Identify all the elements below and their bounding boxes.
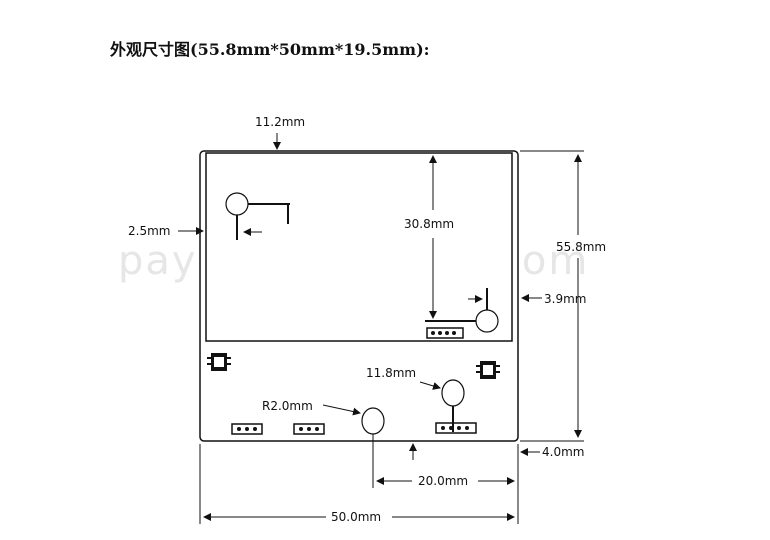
dim-top-offset [270,133,285,152]
label-display-height: 30.8mm [404,217,454,231]
label-top-offset: 11.2mm [255,115,305,129]
connector-bottom-right [435,422,477,434]
connector-bottom-left [231,423,263,435]
connector-top [426,327,464,339]
display-window [205,152,513,342]
mounting-hole-left [322,404,385,435]
chip-right [476,361,500,379]
display-hole-right [425,288,499,333]
board-outline [199,150,519,442]
mounting-hole-right [419,379,465,432]
label-bottom-offset: 4.0mm [542,445,584,459]
label-hole-spacing: 20.0mm [418,474,468,488]
dim-total-width [199,444,519,524]
chip-left [207,353,231,371]
label-hole-radius: R2.0mm [262,399,313,413]
label-total-height: 55.8mm [556,240,606,254]
label-hole-offset: 11.8mm [366,366,416,380]
dim-total-height [520,150,584,442]
display-hole-left [225,192,290,240]
label-total-width: 50.0mm [331,510,381,524]
dim-hole-spacing [372,434,519,488]
connector-bottom-middle [293,423,325,435]
page-title: 外观尺寸图(55.8mm*50mm*19.5mm): [110,40,430,59]
label-left-offset: 2.5mm [128,224,170,238]
dim-bottom-offset [409,443,540,460]
label-right-offset: 3.9mm [544,292,586,306]
